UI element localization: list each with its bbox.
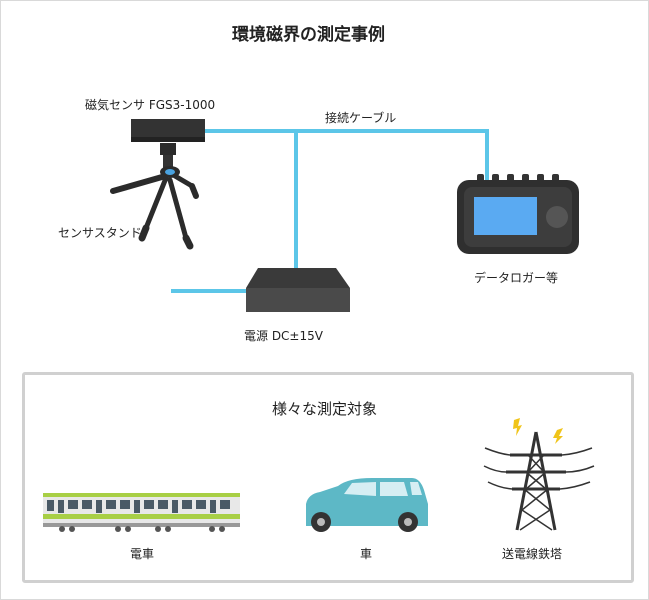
stand-label: センサスタンド xyxy=(58,226,142,240)
power-supply-icon xyxy=(246,268,350,312)
train-label: 電車 xyxy=(130,547,155,561)
car-icon xyxy=(306,478,428,532)
sensor-stand-icon xyxy=(110,143,199,250)
logger-label: データロガー等 xyxy=(474,271,559,285)
power-label: 電源 DC±15V xyxy=(244,329,323,343)
data-logger-icon xyxy=(457,174,579,254)
diagram-title: 環境磁界の測定事例 xyxy=(232,25,385,45)
power-tower-icon xyxy=(483,418,595,531)
cable-label: 接続ケーブル xyxy=(325,111,397,125)
targets-heading: 様々な測定対象 xyxy=(272,400,378,418)
sensor-label: 磁気センサ FGS3-1000 xyxy=(85,98,216,112)
train-icon xyxy=(43,493,240,532)
targets-panel xyxy=(22,372,634,583)
power-tower-label: 送電線鉄塔 xyxy=(502,547,563,561)
car-label: 車 xyxy=(360,547,373,561)
magnetic-sensor-icon xyxy=(131,119,205,142)
connection-cable xyxy=(171,129,489,293)
